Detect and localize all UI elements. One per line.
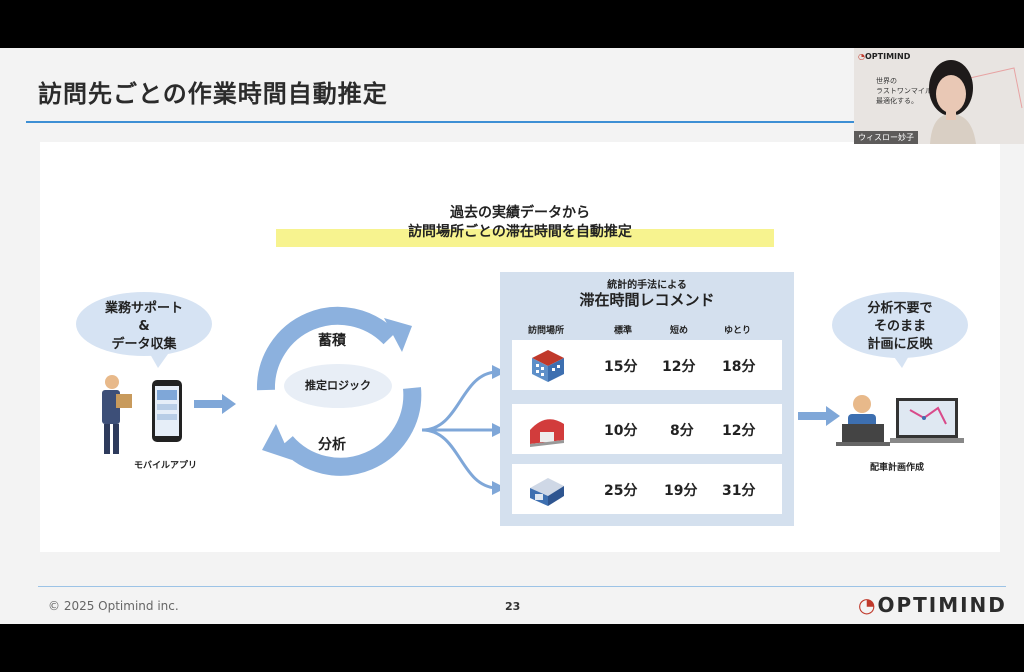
standard-time: 10分 (604, 423, 638, 439)
dispatch-planning-label: 配車計画作成 (870, 463, 925, 473)
warehouse-icon (530, 419, 564, 447)
bubble-line: 分析不要で (867, 301, 933, 316)
worker-icon (102, 375, 132, 454)
cycle-label-accumulate: 蓄積 (318, 333, 346, 349)
branch-arrow-bottom (421, 428, 497, 490)
smartphone-icon (152, 380, 182, 442)
headline-line-2: 訪問場所ごとの滞在時間を自動推定 (408, 224, 632, 240)
headline-highlight (276, 229, 774, 247)
estimation-logic: 推定ロジック (284, 364, 392, 408)
page-number: 23 (505, 600, 521, 613)
content-panel: 過去の実績データから 訪問場所ごとの滞在時間を自動推定 業務サポート & データ… (40, 142, 1000, 552)
webcam-text-line: 最適化する。 (876, 97, 918, 105)
relaxed-time: 12分 (722, 423, 756, 439)
column-header-relaxed: ゆとり (724, 326, 752, 336)
webcam-video-tile[interactable]: ◔OPTIMIND 世界の ラストワンマイルを 最適化する。 ウィスロー妙子 (854, 48, 1024, 144)
cycle-arrowhead-top (384, 318, 412, 352)
mobile-app-label: モバイルアプリ (134, 461, 198, 471)
column-header-short: 短め (670, 326, 689, 336)
webcam-logo-text: OPTIMIND (864, 52, 911, 61)
standard-time: 15分 (604, 359, 638, 375)
cycle-arrowhead-bottom (262, 424, 292, 460)
relaxed-time: 31分 (722, 483, 756, 499)
standard-time: 25分 (604, 483, 638, 499)
webcam-text-line: 世界の (876, 77, 897, 85)
recommend-subtitle: 統計的手法による (607, 280, 687, 291)
webcam-text-line: ラストワンマイルを (876, 87, 939, 95)
column-header-location: 訪問場所 (528, 326, 565, 336)
arrow-right-icon (798, 406, 840, 426)
webcam-logo: ◔OPTIMIND (858, 52, 910, 61)
bubble-line: 計画に反映 (867, 337, 933, 352)
table-row: 15分 12分 18分 (512, 340, 782, 390)
bubble-line: そのまま (873, 319, 926, 334)
bubble-line: データ収集 (111, 337, 177, 352)
no-analysis-bubble: 分析不要で そのまま 計画に反映 (832, 292, 968, 358)
headline: 過去の実績データから 訪問場所ごとの滞在時間を自動推定 (270, 204, 770, 242)
webcam-backdrop-text: 世界の ラストワンマイルを 最適化する。 (876, 76, 939, 106)
presentation-slide: 訪問先ごとの作業時間自動推定 過去の実績データから 訪問場所ごとの滞在時間を自動… (0, 48, 1024, 624)
footer-divider (38, 586, 1006, 587)
presenter-icon (929, 60, 1023, 144)
cycle-label-analyze: 分析 (318, 437, 346, 453)
short-time: 19分 (664, 483, 698, 499)
data-collection-bubble: 業務サポート & データ収集 (76, 292, 212, 356)
column-header-standard: 標準 (614, 326, 633, 336)
bubble-line: & (138, 319, 150, 334)
relaxed-time: 18分 (722, 359, 756, 375)
slide-title: 訪問先ごとの作業時間自動推定 (38, 80, 388, 108)
logo-mark-icon: ◔ (858, 52, 865, 61)
cycle-arc-bottom (279, 387, 422, 476)
stay-time-recommendation: 統計的手法による 滞在時間レコメンド 訪問場所 標準 短め ゆとり 15分 12… (500, 272, 794, 526)
copyright: © 2025 Optimind inc. (48, 599, 179, 613)
cycle-arc-top (256, 306, 397, 391)
logo-text: OPTIMIND (877, 593, 1007, 617)
title-underline (26, 121, 854, 123)
bubble-tail (150, 354, 168, 368)
laptop-map-icon (890, 398, 964, 443)
short-time: 12分 (662, 359, 696, 375)
arrow-right-icon (194, 394, 236, 414)
branch-arrow-top (421, 370, 497, 432)
table-row: 25分 19分 31分 (512, 464, 782, 514)
participant-name: ウィスロー妙子 (854, 131, 918, 144)
optimind-logo: ◔OPTIMIND (858, 593, 1007, 617)
short-time: 8分 (670, 423, 694, 439)
factory-icon (530, 478, 564, 506)
bubble-line: 業務サポート (104, 301, 183, 316)
table-row: 10分 8分 12分 (512, 404, 782, 454)
recommend-title: 滞在時間レコメンド (579, 291, 715, 309)
office-building-icon (532, 350, 564, 382)
dispatcher-icon (836, 395, 890, 446)
headline-line-1: 過去の実績データから (450, 205, 590, 221)
logo-mark-icon: ◔ (858, 593, 878, 617)
